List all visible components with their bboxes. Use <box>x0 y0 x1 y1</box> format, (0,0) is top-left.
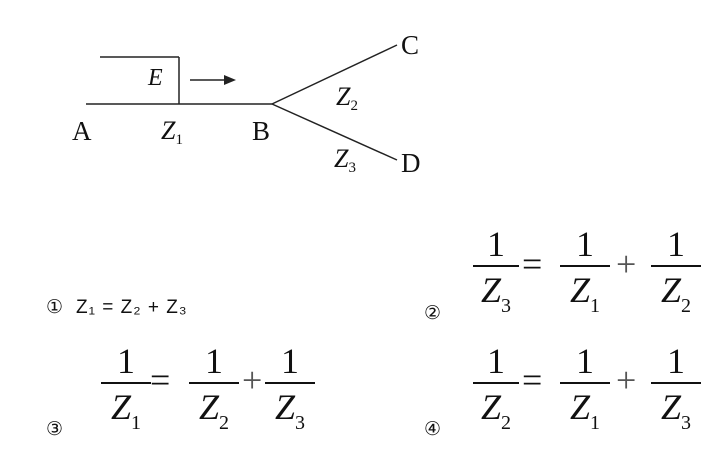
option-3-marker: ③ <box>46 419 64 440</box>
z1-letter: Z <box>161 116 176 145</box>
fraction-numerator: 1 <box>487 224 505 264</box>
branch-b-d <box>271 103 398 161</box>
option-3-plus: + <box>242 360 263 400</box>
z2-subscript: 2 <box>350 98 358 114</box>
fraction-denominator: Z1 <box>110 387 142 434</box>
option-2-lhs-fraction: 1 Z3 <box>473 226 519 316</box>
option-1-formula: Z₁ = Z₂ + Z₃ <box>76 297 188 318</box>
option-4-marker: ④ <box>424 419 442 440</box>
fraction-bar <box>265 382 315 384</box>
fraction-numerator: 1 <box>667 341 685 381</box>
fraction-denominator: Z3 <box>274 387 306 434</box>
option-4-term2-fraction: 1 Z3 <box>651 343 701 433</box>
fraction-bar <box>560 382 610 384</box>
option-2-equals: = <box>522 244 543 284</box>
fraction-bar <box>473 265 519 267</box>
fraction-denominator: Z1 <box>569 270 601 317</box>
node-d-label: D <box>401 148 421 178</box>
fraction-numerator: 1 <box>576 224 594 264</box>
fraction-bar <box>101 382 151 384</box>
z2-letter: Z <box>336 82 351 111</box>
fraction-bar <box>651 382 701 384</box>
fraction-bar <box>189 382 239 384</box>
fraction-denominator: Z2 <box>198 387 230 434</box>
fraction-denominator: Z3 <box>480 270 512 317</box>
fraction-denominator: Z2 <box>660 270 692 317</box>
z3-label: Z3 <box>334 146 356 176</box>
z1-label: Z1 <box>161 118 183 148</box>
circuit-diagram <box>86 44 398 161</box>
source-e-label: E <box>148 65 163 91</box>
fraction-bar <box>651 265 701 267</box>
z2-label: Z2 <box>336 84 358 114</box>
z3-subscript: 3 <box>348 160 356 176</box>
option-4-plus: + <box>616 360 637 400</box>
option-2-term2-fraction: 1 Z2 <box>651 226 701 316</box>
direction-arrow-icon <box>190 75 236 85</box>
option-2-plus: + <box>616 244 637 284</box>
fraction-numerator: 1 <box>281 341 299 381</box>
fraction-numerator: 1 <box>205 341 223 381</box>
z1-subscript: 1 <box>175 132 183 148</box>
option-3-equals: = <box>150 360 171 400</box>
option-3-term2-fraction: 1 Z3 <box>265 343 315 433</box>
fraction-numerator: 1 <box>576 341 594 381</box>
fraction-numerator: 1 <box>487 341 505 381</box>
node-a-label: A <box>72 116 92 146</box>
option-2-term1-fraction: 1 Z1 <box>560 226 610 316</box>
option-1-marker: ① <box>46 297 64 318</box>
option-4-equals: = <box>522 360 543 400</box>
option-2-marker: ② <box>424 303 442 324</box>
fraction-bar <box>560 265 610 267</box>
fraction-bar <box>473 382 519 384</box>
node-b-label: B <box>252 116 271 146</box>
fraction-denominator: Z1 <box>569 387 601 434</box>
fraction-numerator: 1 <box>667 224 685 264</box>
branch-b-c <box>271 44 398 105</box>
fraction-denominator: Z3 <box>660 387 692 434</box>
option-3-term1-fraction: 1 Z2 <box>189 343 239 433</box>
option-4-term1-fraction: 1 Z1 <box>560 343 610 433</box>
option-3-lhs-fraction: 1 Z1 <box>101 343 151 433</box>
fraction-numerator: 1 <box>117 341 135 381</box>
z3-letter: Z <box>334 144 349 173</box>
fraction-denominator: Z2 <box>480 387 512 434</box>
node-c-label: C <box>401 30 420 60</box>
option-4-lhs-fraction: 1 Z2 <box>473 343 519 433</box>
